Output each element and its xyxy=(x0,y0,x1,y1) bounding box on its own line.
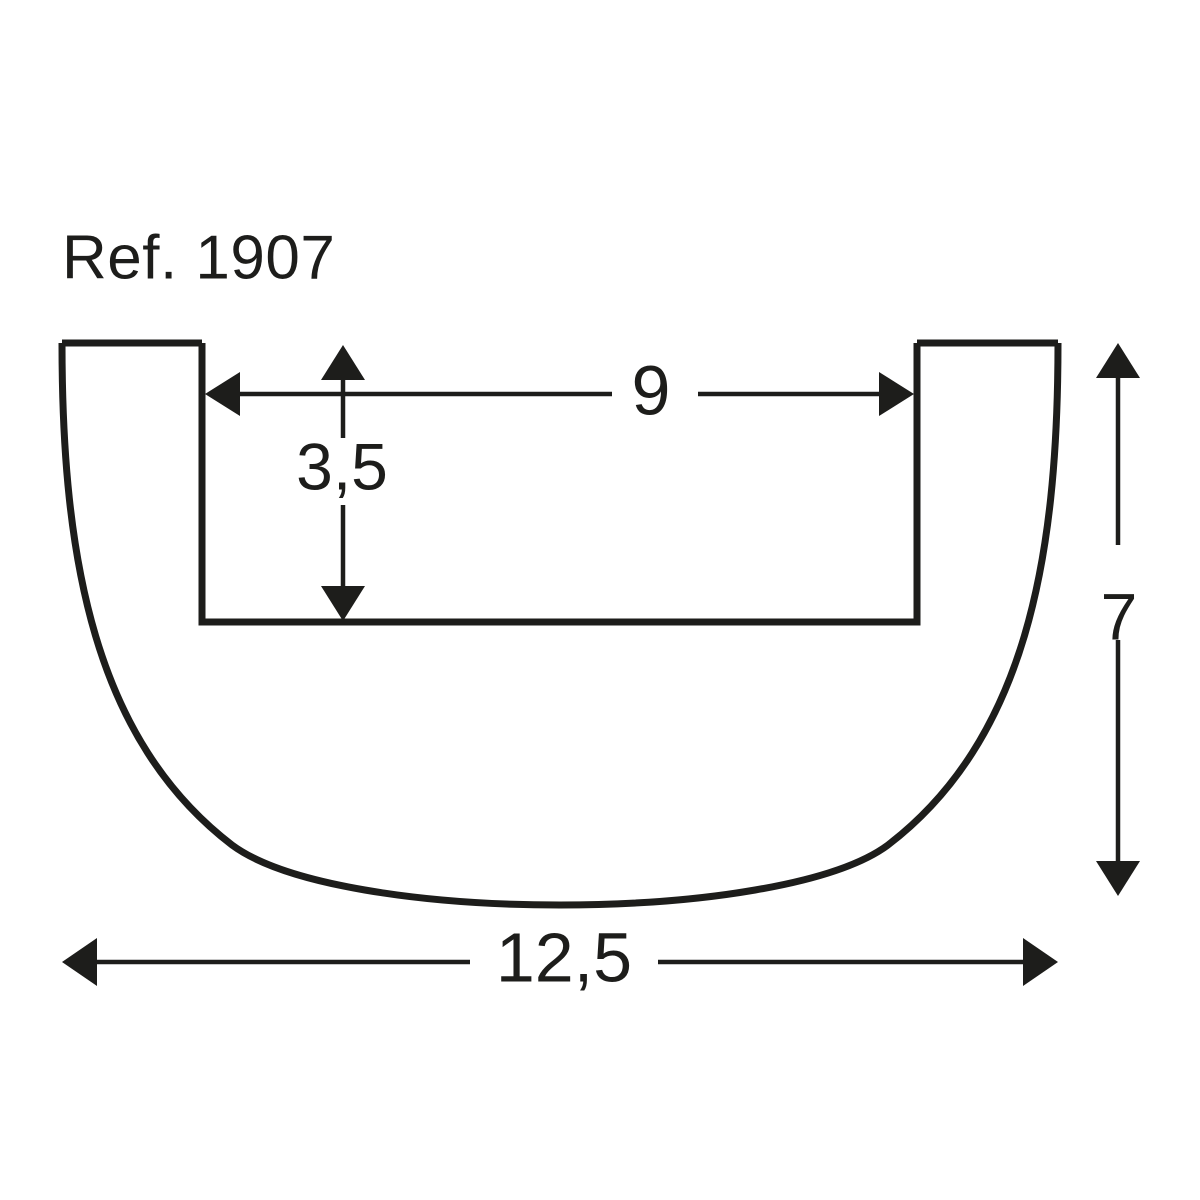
dim-label-overall-height: 7 xyxy=(1101,579,1138,653)
arrow-head-inner-depth-top xyxy=(321,345,365,380)
dimension-inner-depth: 3,5 xyxy=(296,345,388,621)
dimension-inner-width: 9 xyxy=(205,351,914,429)
arrow-head-overall-width-left xyxy=(62,938,97,986)
profile-outline-group xyxy=(58,339,1062,909)
dim-label-inner-depth: 3,5 xyxy=(296,429,388,503)
inner-channel-path xyxy=(198,343,921,626)
arrow-head-overall-height-bottom xyxy=(1096,861,1140,896)
dimension-overall-width: 12,5 xyxy=(62,918,1058,996)
arrow-head-inner-width-right xyxy=(879,372,914,416)
arrow-head-inner-width-left xyxy=(205,372,240,416)
dim-label-overall-width: 12,5 xyxy=(496,918,632,996)
arrow-head-overall-height-top xyxy=(1096,343,1140,378)
arrow-head-inner-depth-bottom xyxy=(321,586,365,621)
outer-profile-path xyxy=(58,342,1062,909)
dim-label-inner-width: 9 xyxy=(632,351,671,429)
arrow-head-overall-width-right xyxy=(1023,938,1058,986)
dimension-overall-height: 7 xyxy=(1096,343,1140,896)
reference-label: Ref. 1907 xyxy=(62,223,335,292)
